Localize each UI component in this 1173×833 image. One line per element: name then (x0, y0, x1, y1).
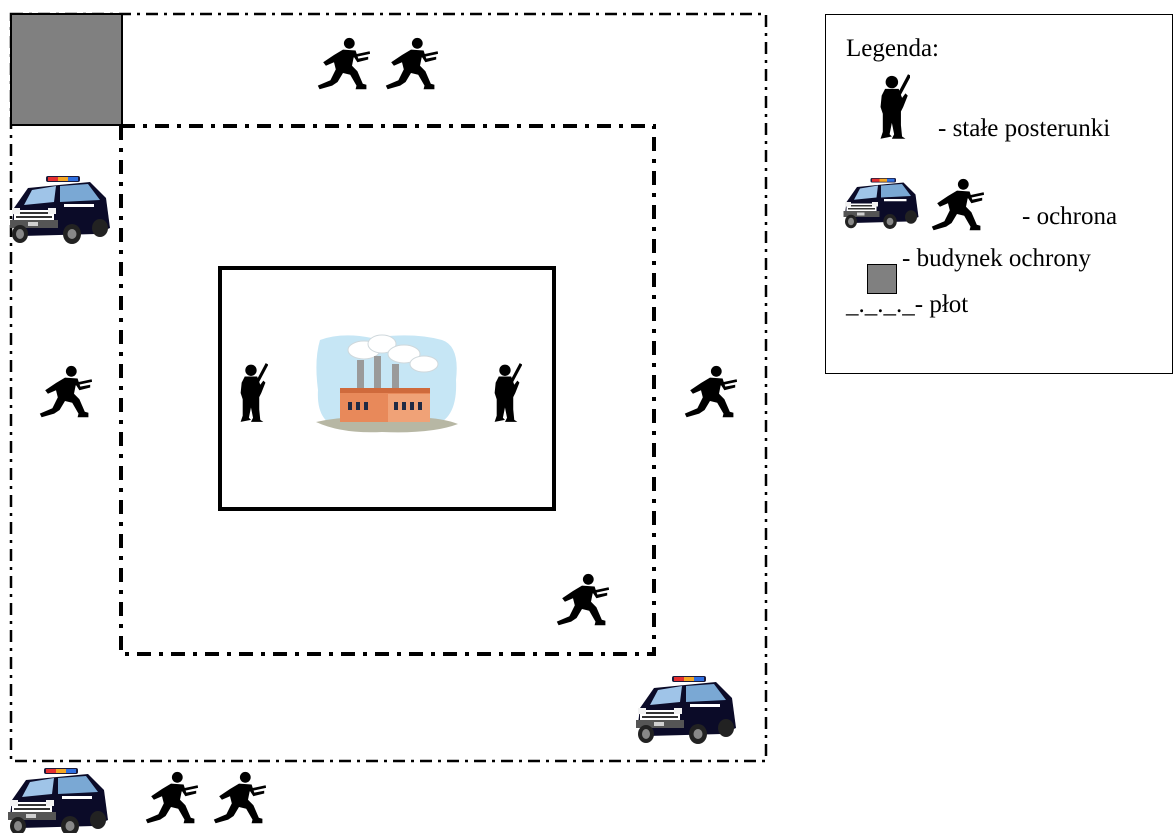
soldier-running-icon (39, 365, 92, 418)
security-building (10, 13, 123, 126)
legend-label-security: - ochrona (1022, 203, 1118, 230)
legend-building-swatch (867, 264, 897, 294)
guard-standing-icon (494, 363, 522, 422)
soldier-running-icon (317, 37, 370, 90)
guard-standing-icon (880, 74, 910, 139)
soldier-running-icon (556, 573, 609, 626)
soldier-running-icon (684, 365, 737, 418)
factory-icon (315, 334, 459, 433)
legend-label-fence: _._._._- płot (846, 291, 969, 318)
guard-standing-icon (240, 363, 268, 422)
police-car-icon (10, 176, 110, 244)
legend-label-fixed-posts: - stałe posterunki (938, 115, 1111, 142)
inner-fence (119, 124, 656, 656)
legend-box: Legenda: - stałe posterunki - ochrona - … (825, 14, 1173, 374)
soldier-running-icon (931, 178, 984, 231)
legend-title: Legenda: (846, 35, 940, 62)
police-car-icon (843, 178, 919, 229)
legend-label-security-building: - budynek ochrony (902, 245, 1091, 272)
soldier-running-icon (385, 37, 438, 90)
protected-facility-frame (218, 266, 556, 511)
soldier-running-icon (145, 771, 198, 824)
police-car-icon (636, 676, 736, 744)
police-car-icon (8, 768, 108, 833)
outer-fence (9, 12, 768, 763)
soldier-running-icon (213, 771, 266, 824)
